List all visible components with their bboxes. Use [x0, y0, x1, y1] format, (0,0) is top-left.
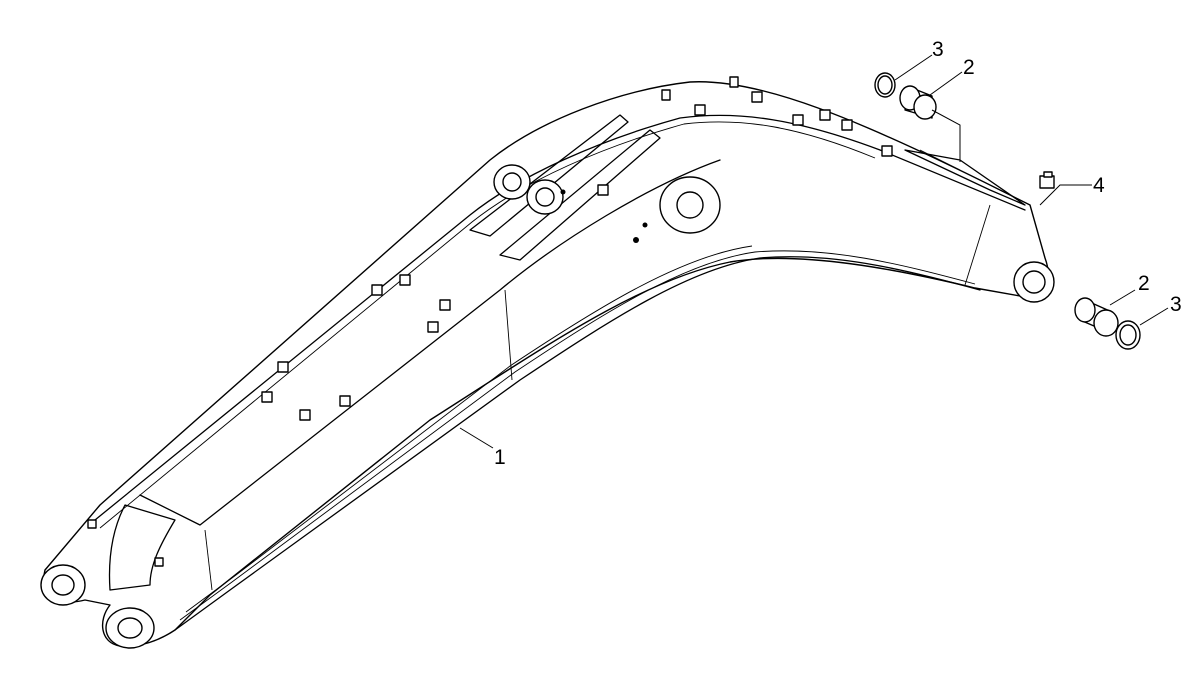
callout-bushing-top: 2 [963, 56, 975, 79]
ring-top [874, 72, 896, 98]
ring-bottom [1115, 320, 1141, 350]
bushing-top [899, 85, 937, 120]
grease-fitting [1039, 171, 1055, 189]
callout-grease-fitting: 4 [1093, 174, 1105, 197]
callout-boom-body: 1 [494, 446, 506, 469]
callout-bushing-bottom: 2 [1138, 272, 1150, 295]
bushing-bottom [1074, 297, 1119, 337]
callout-ring-top: 3 [932, 38, 944, 61]
callout-ring-bottom: 3 [1170, 293, 1182, 316]
hose-clamps [87, 76, 893, 567]
leader-lines [459, 54, 1169, 449]
boom-body [40, 76, 1055, 649]
